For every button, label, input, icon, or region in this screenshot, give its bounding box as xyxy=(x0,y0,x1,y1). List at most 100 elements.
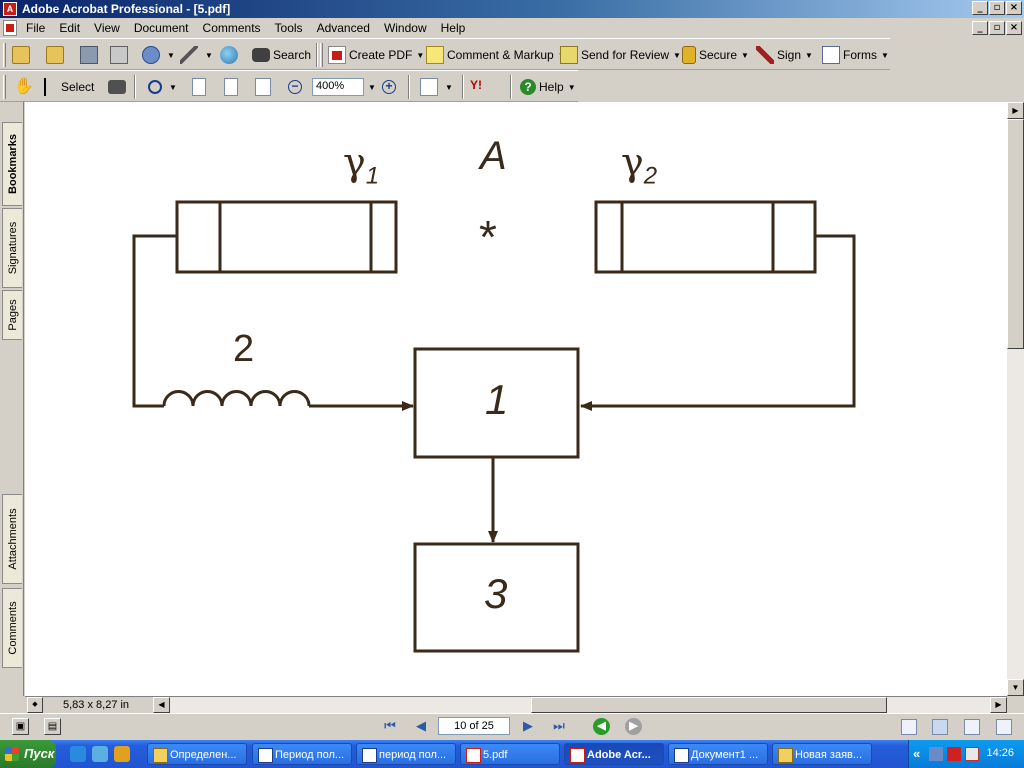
organizer-button[interactable] xyxy=(46,45,67,65)
vertical-scroll-thumb[interactable] xyxy=(1007,119,1024,349)
menu-advanced[interactable]: Advanced xyxy=(316,21,370,35)
save-button[interactable] xyxy=(80,45,101,65)
hand-tool-button[interactable]: ✋ xyxy=(14,77,35,97)
snapshot-button[interactable] xyxy=(108,77,129,97)
scroll-right-icon[interactable]: ▶ xyxy=(1007,102,1024,119)
previous-view-button[interactable]: ◀ xyxy=(593,718,610,735)
help-button[interactable]: ?Help▼ xyxy=(520,77,576,97)
document-icon[interactable] xyxy=(3,20,17,36)
next-page-button[interactable]: ▶ xyxy=(523,718,533,733)
task-folder-opredelen[interactable]: Определен... xyxy=(147,743,247,765)
last-page-button[interactable]: ⏭ xyxy=(553,718,565,733)
print-button[interactable] xyxy=(110,45,131,65)
toolbar-grip[interactable] xyxy=(3,43,6,67)
select-label: Select xyxy=(61,80,95,94)
task-word-document1[interactable]: Документ1 ... xyxy=(668,743,768,765)
scroll-left-icon[interactable]: ◀ xyxy=(153,697,170,713)
send-review-button[interactable]: Send for Review▼ xyxy=(560,45,681,65)
actual-size-button[interactable] xyxy=(192,77,209,97)
tray-expand-chevron[interactable]: « xyxy=(913,746,921,761)
first-page-button[interactable]: ⏮ xyxy=(384,718,396,733)
forms-button[interactable]: Forms▼ xyxy=(822,45,889,65)
tab-attachments[interactable]: Attachments xyxy=(2,494,22,584)
fit-page-button[interactable] xyxy=(224,77,241,97)
zoom-out-button[interactable]: − xyxy=(288,77,305,97)
search-button[interactable]: Search xyxy=(252,45,311,65)
network-icon[interactable] xyxy=(929,747,943,761)
task-pdf-5[interactable]: 5.pdf xyxy=(460,743,560,765)
start-button[interactable]: Пуск xyxy=(0,740,56,768)
toolbar-grip[interactable] xyxy=(3,75,6,99)
tab-pages[interactable]: Pages xyxy=(2,290,22,340)
toolbar-grip[interactable] xyxy=(320,43,323,67)
task-adobe-acrobat[interactable]: Adobe Acr... xyxy=(564,743,664,765)
single-page-view-button[interactable] xyxy=(901,719,917,735)
block-1-label: 1 xyxy=(485,376,509,423)
menu-edit[interactable]: Edit xyxy=(59,21,81,35)
zoom-in-tool-button[interactable]: ▼ xyxy=(148,77,177,97)
continuous-facing-view-button[interactable] xyxy=(996,719,1012,735)
zoom-level-select[interactable]: 400%▼ xyxy=(312,77,376,97)
window-title: Adobe Acrobat Professional - [5.pdf] xyxy=(22,2,231,16)
attach-button[interactable]: ▼ xyxy=(180,45,213,65)
secure-button[interactable]: Secure▼ xyxy=(682,45,749,65)
document-view[interactable]: γ1 A γ2 * 2 1 3 xyxy=(25,102,1007,696)
rotate-view-button[interactable]: ▼ xyxy=(420,77,453,97)
scroll-right-icon[interactable]: ▶ xyxy=(990,697,1007,713)
previous-page-button[interactable]: ◀ xyxy=(416,718,426,733)
ie-icon[interactable] xyxy=(70,746,86,762)
page-icon xyxy=(192,78,206,96)
menu-help[interactable]: Help xyxy=(440,21,466,35)
fit-width-button[interactable] xyxy=(255,77,274,97)
tab-attachments-label: Attachments xyxy=(6,508,19,570)
horizontal-scrollbar[interactable]: ◀ ▶ xyxy=(153,697,1007,713)
menu-file[interactable]: File xyxy=(26,21,46,35)
comment-markup-button[interactable]: Comment & Markup▼ xyxy=(426,45,566,65)
panel-toggle-icon[interactable]: ▣ xyxy=(12,718,29,735)
split-handle-icon[interactable]: ◆ xyxy=(27,697,43,713)
restore-button[interactable]: ▫ xyxy=(989,1,1005,15)
source-star: * xyxy=(479,211,497,263)
acrobat-app-icon[interactable]: A xyxy=(3,2,17,16)
media-icon[interactable] xyxy=(114,746,130,762)
toolbar-separator xyxy=(134,75,136,99)
close-button[interactable]: × xyxy=(1006,1,1022,15)
outlook-icon[interactable] xyxy=(92,746,108,762)
task-folder-novaya[interactable]: Новая заяв... xyxy=(772,743,872,765)
menu-comments[interactable]: Comments xyxy=(202,21,261,35)
page-number-input[interactable]: 10 of 25 xyxy=(438,717,510,735)
minimize-button[interactable]: _ xyxy=(972,1,988,15)
horizontal-scroll-thumb[interactable] xyxy=(531,697,887,713)
navigation-panel: Bookmarks Signatures Pages Attachments C… xyxy=(0,102,24,696)
web-button[interactable] xyxy=(220,45,241,65)
vertical-scrollbar[interactable]: ▶ ▼ xyxy=(1007,102,1024,696)
menu-view[interactable]: View xyxy=(94,21,120,35)
doc-close-button[interactable]: × xyxy=(1006,21,1022,35)
select-tool-button[interactable]: Select xyxy=(44,77,94,97)
open-button[interactable] xyxy=(12,45,33,65)
next-view-button[interactable]: ▶ xyxy=(625,718,642,735)
language-flag-icon[interactable] xyxy=(965,747,979,761)
zoom-in-button[interactable]: + xyxy=(382,77,399,97)
email-button[interactable]: ▼ xyxy=(142,45,175,65)
task-word-period-1[interactable]: Период пол... xyxy=(252,743,352,765)
task-word-period-2[interactable]: период пол... xyxy=(356,743,456,765)
tab-comments[interactable]: Comments xyxy=(2,588,22,668)
doc-restore-button[interactable]: ▫ xyxy=(989,21,1005,35)
antivirus-icon[interactable] xyxy=(947,747,961,761)
menu-tools[interactable]: Tools xyxy=(274,21,303,35)
left-wire xyxy=(132,234,177,408)
doc-minimize-button[interactable]: _ xyxy=(972,21,988,35)
menu-window[interactable]: Window xyxy=(383,21,427,35)
zoom-input[interactable]: 400% xyxy=(312,78,364,96)
continuous-view-button[interactable] xyxy=(932,719,948,735)
yahoo-button[interactable]: Y! xyxy=(470,77,503,97)
facing-view-button[interactable] xyxy=(964,719,980,735)
sign-button[interactable]: Sign▼ xyxy=(756,45,813,65)
menu-document[interactable]: Document xyxy=(133,21,189,35)
scroll-down-icon[interactable]: ▼ xyxy=(1007,679,1024,696)
layout-toggle-icon[interactable]: ▤ xyxy=(44,718,61,735)
tab-signatures[interactable]: Signatures xyxy=(2,208,22,288)
create-pdf-button[interactable]: Create PDF▼ xyxy=(328,45,424,65)
tab-bookmarks[interactable]: Bookmarks xyxy=(2,122,22,206)
